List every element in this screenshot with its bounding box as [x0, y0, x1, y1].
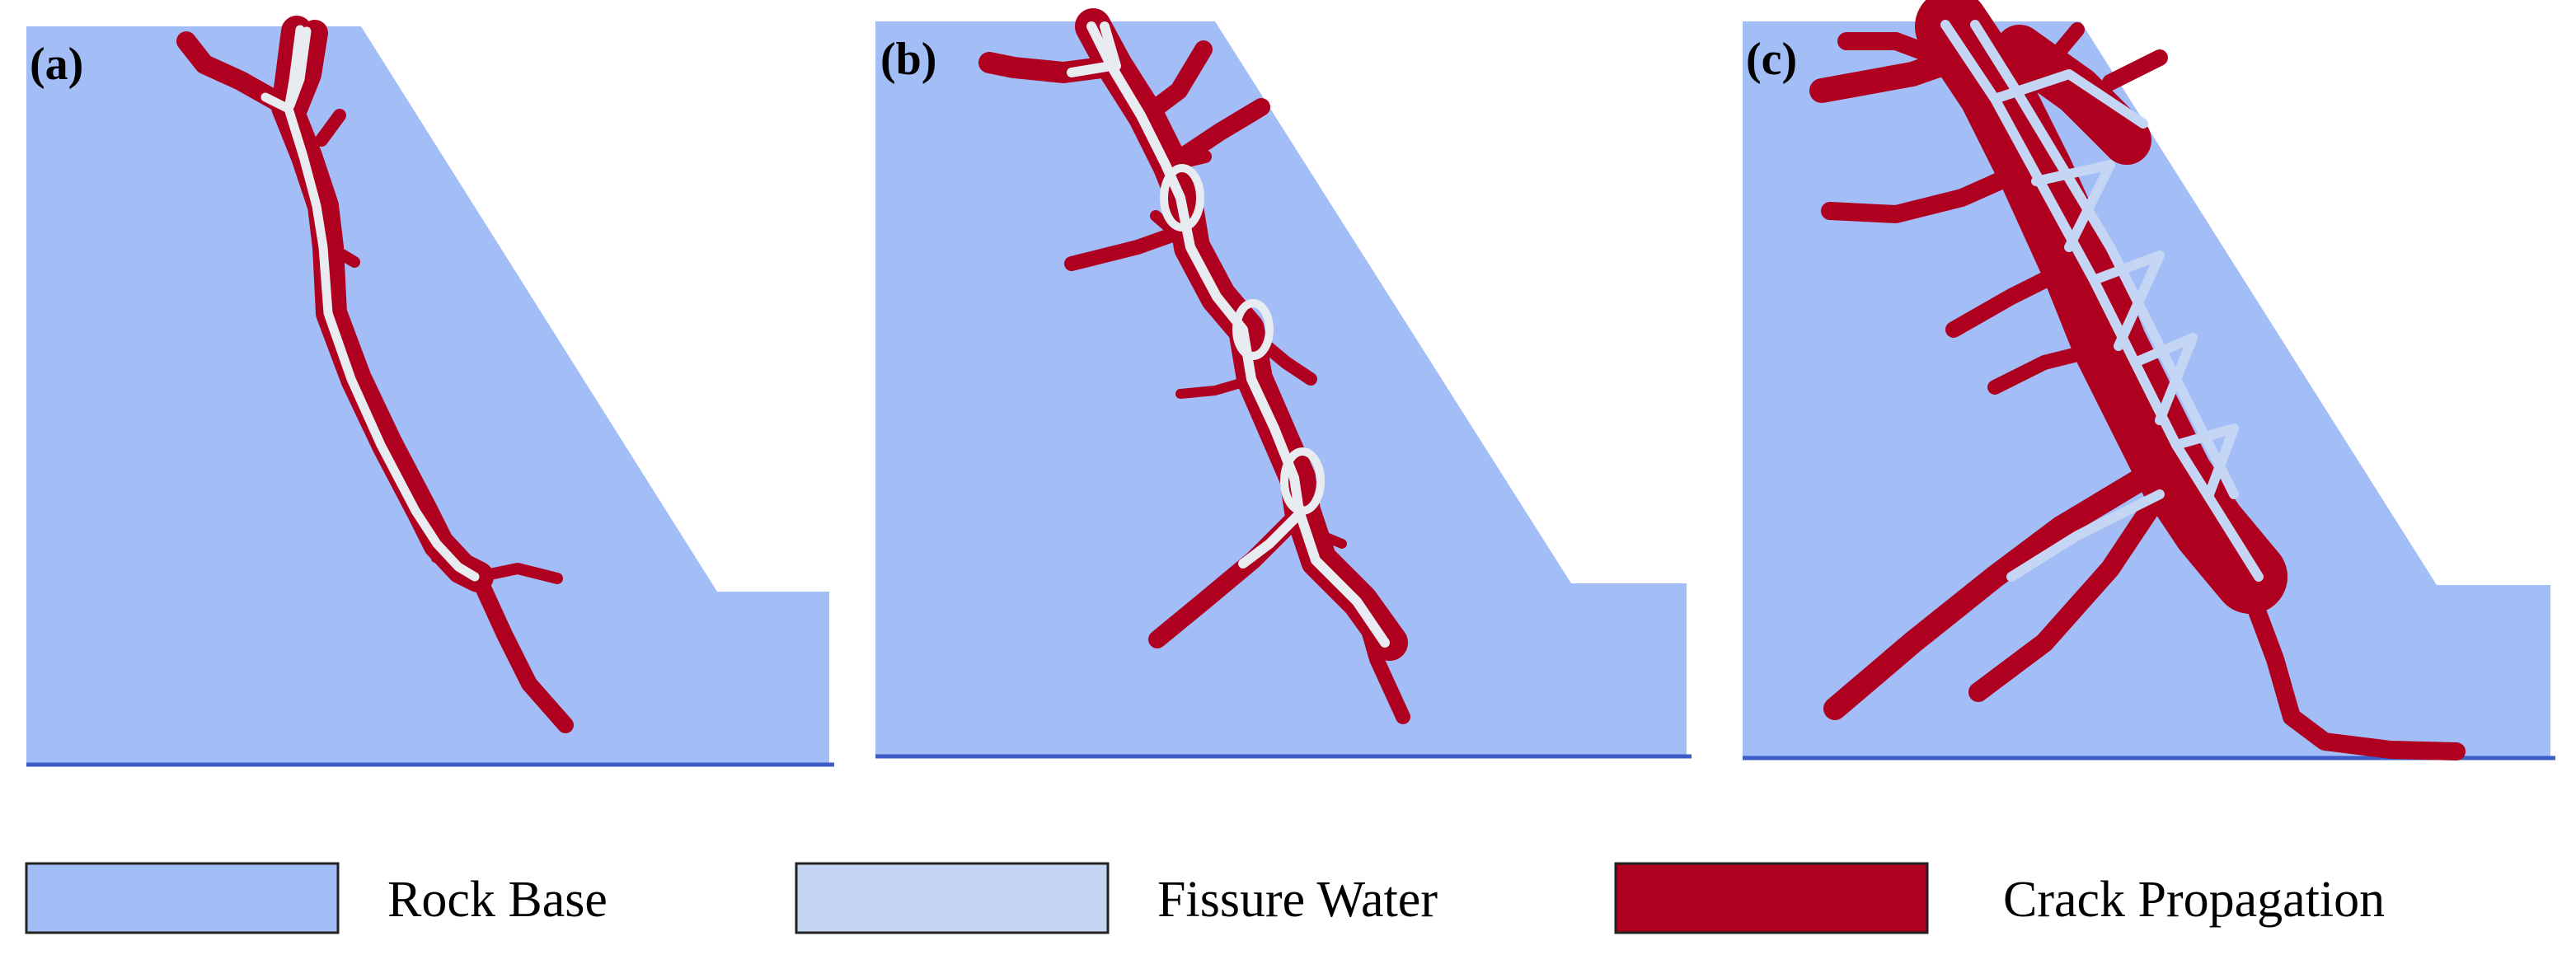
legend-item-fissure-water: Fissure Water	[795, 862, 1438, 934]
fissure-water-b	[1067, 21, 1390, 648]
rock-base-slope-a	[26, 26, 829, 763]
legend-label-rock-base: Rock Base	[387, 872, 608, 928]
legend-item-crack-propagation: Crack Propagation	[1614, 862, 2385, 934]
panel-a: (a)	[26, 16, 834, 767]
fissure-water-a	[260, 25, 480, 582]
panel-b: (b)	[875, 8, 1692, 759]
legend: Rock Base Fissure Water Crack Propagatio…	[25, 862, 2385, 934]
legend-swatch-rock-base	[25, 862, 340, 934]
legend-label-fissure-water: Fissure Water	[1157, 872, 1438, 928]
legend-label-crack-propagation: Crack Propagation	[2003, 872, 2385, 928]
panel-c: (c)	[1743, 0, 2555, 760]
panel-label-a: (a)	[30, 39, 83, 90]
legend-swatch-fissure-water	[795, 862, 1110, 934]
rock-base-slope-b	[875, 21, 1687, 755]
fissure-water-c	[1940, 20, 2264, 582]
legend-item-rock-base: Rock Base	[25, 862, 608, 934]
legend-swatch-crack-propagation	[1614, 862, 1929, 934]
panel-label-b: (b)	[880, 34, 936, 85]
panel-label-c: (c)	[1746, 34, 1797, 85]
